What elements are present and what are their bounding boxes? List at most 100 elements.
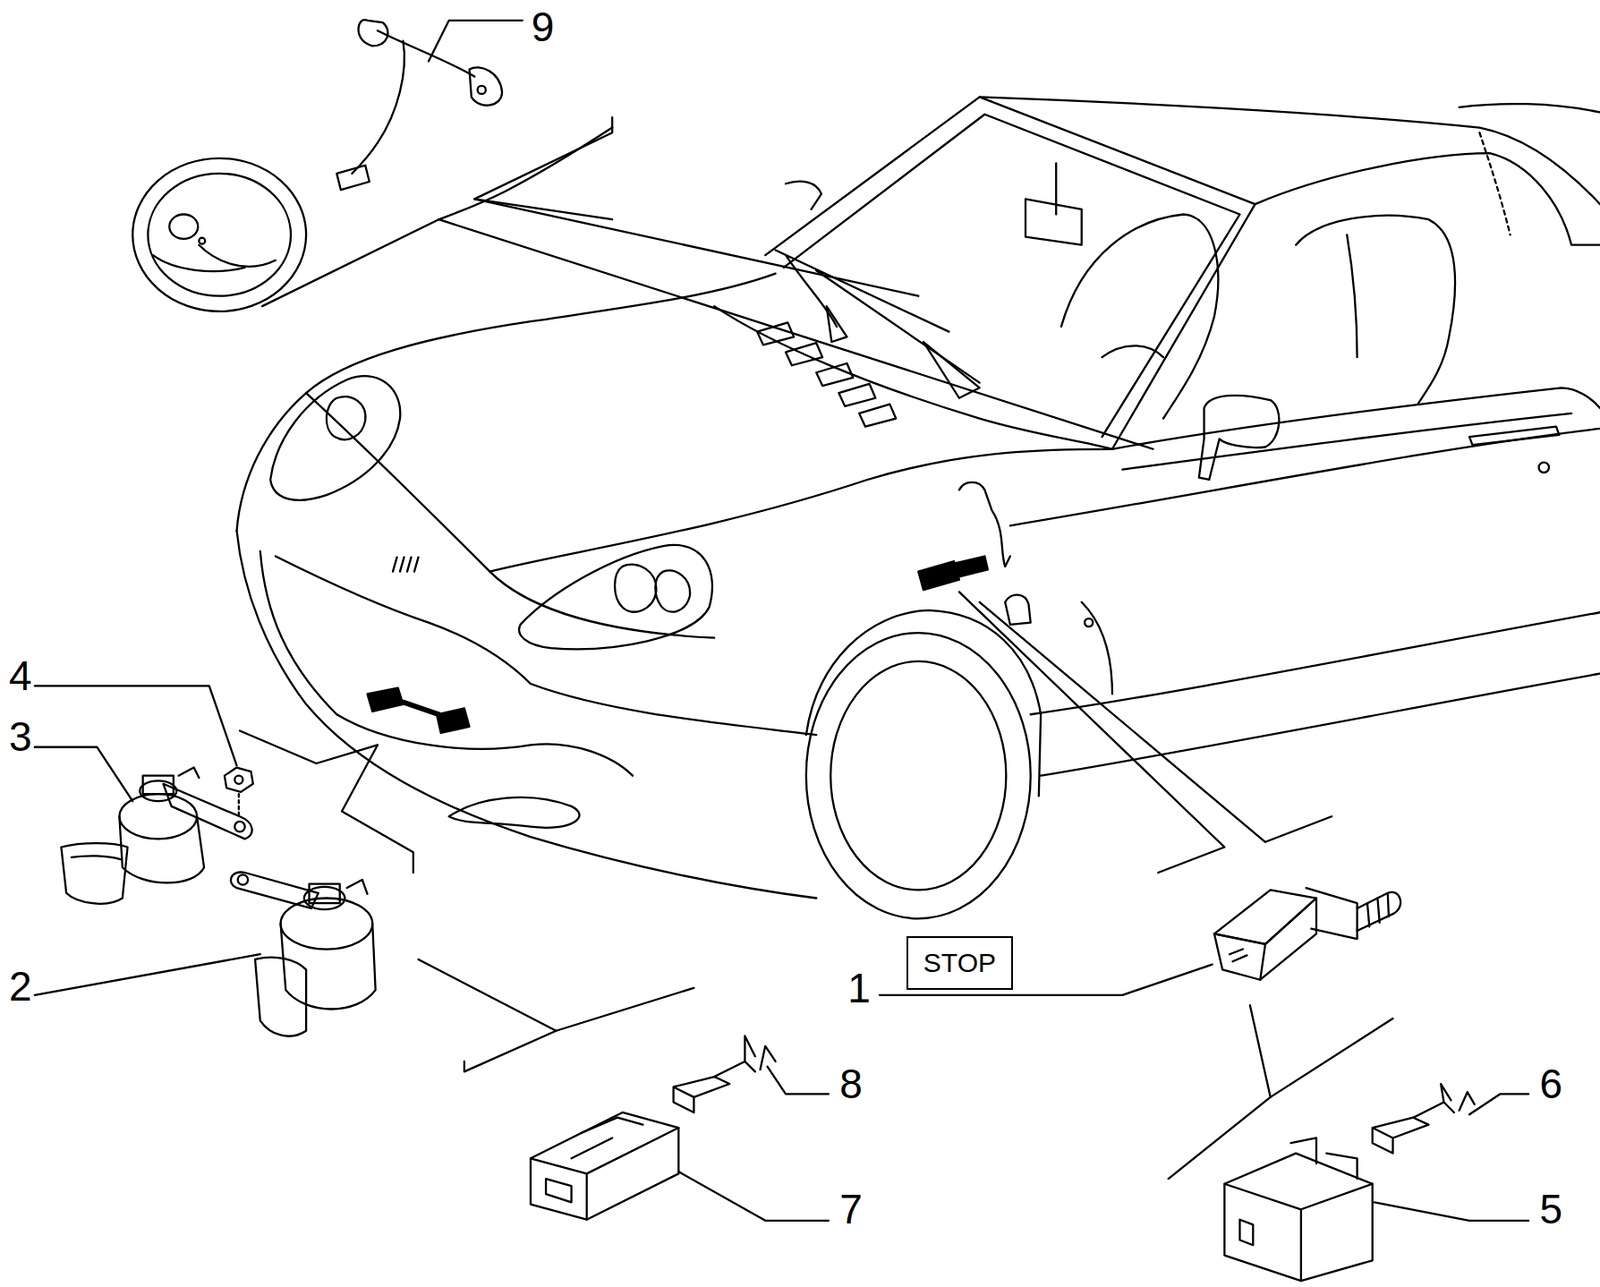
car-body bbox=[336, 714, 633, 775]
car-body bbox=[449, 797, 580, 828]
nut bbox=[224, 767, 254, 792]
leader-line bbox=[34, 20, 1529, 1221]
callout-number: 3 bbox=[7, 715, 35, 758]
bracket-line bbox=[464, 1030, 557, 1073]
car-body bbox=[1295, 215, 1456, 404]
terminal bbox=[1372, 1117, 1430, 1154]
horn-cable bbox=[477, 85, 486, 94]
callout-number: 4 bbox=[7, 655, 35, 697]
steering-wheel bbox=[153, 245, 276, 272]
car-body bbox=[1061, 214, 1218, 419]
horn-switch bbox=[1367, 893, 1389, 927]
horn-switch bbox=[1229, 949, 1247, 962]
car-body bbox=[306, 392, 715, 639]
terminal bbox=[1372, 1083, 1475, 1154]
car-body bbox=[1084, 618, 1093, 627]
callout-number: 9 bbox=[529, 6, 557, 48]
car-body bbox=[1025, 162, 1082, 245]
callout-number: 2 bbox=[7, 965, 35, 1007]
car-body bbox=[830, 661, 1006, 890]
car-body bbox=[519, 544, 713, 649]
connector-housing bbox=[1224, 1137, 1372, 1281]
horn-high bbox=[119, 816, 205, 883]
terminal bbox=[673, 1076, 731, 1113]
car-body bbox=[436, 707, 469, 732]
bracket-line bbox=[262, 219, 439, 307]
car-body bbox=[1255, 153, 1600, 246]
horn-switch bbox=[1214, 887, 1401, 980]
horn-cable bbox=[336, 165, 369, 190]
connector-housing bbox=[530, 1112, 679, 1220]
connector-housing bbox=[1290, 1137, 1357, 1179]
connector-housing bbox=[1224, 1183, 1372, 1281]
leader-line bbox=[1469, 1093, 1529, 1115]
car-body bbox=[260, 551, 338, 715]
horn-switch bbox=[1214, 933, 1266, 979]
car-body bbox=[614, 564, 690, 613]
bracket-line bbox=[418, 959, 695, 1031]
car-body bbox=[489, 449, 1113, 572]
horn-high bbox=[71, 855, 121, 860]
leader-line bbox=[34, 685, 238, 766]
bracket-line bbox=[341, 744, 414, 873]
car-body bbox=[1081, 602, 1113, 695]
steering-wheel bbox=[198, 238, 205, 245]
horn-low bbox=[230, 872, 319, 909]
horn-switch bbox=[1259, 898, 1317, 980]
connector-housing bbox=[530, 1112, 679, 1220]
horn-cable bbox=[469, 67, 503, 105]
nut bbox=[224, 767, 254, 818]
car-body bbox=[806, 632, 1031, 919]
horn-low bbox=[309, 884, 341, 904]
connector-housing bbox=[1239, 1219, 1253, 1246]
car-body bbox=[1539, 462, 1549, 473]
car-body bbox=[367, 688, 404, 712]
horn-low bbox=[255, 957, 307, 1037]
car-body bbox=[783, 114, 1241, 437]
connector-housing bbox=[545, 1178, 572, 1202]
terminal bbox=[714, 1035, 775, 1077]
bracket-line bbox=[979, 602, 1332, 843]
horn-low bbox=[280, 923, 376, 1010]
horn-cable bbox=[351, 41, 404, 174]
horn-high bbox=[139, 780, 177, 801]
leader-line bbox=[428, 20, 523, 62]
box-text: STOP bbox=[923, 949, 996, 977]
car-body bbox=[1010, 428, 1600, 526]
horn-cable bbox=[336, 19, 503, 190]
horn-switch bbox=[1306, 887, 1358, 939]
callout-number: 5 bbox=[1537, 1188, 1565, 1230]
car-body bbox=[979, 96, 1600, 205]
car-body bbox=[765, 96, 1255, 449]
bracket-line bbox=[1168, 1097, 1271, 1179]
car-body bbox=[785, 181, 822, 210]
car-body bbox=[1030, 612, 1600, 715]
car-body bbox=[326, 396, 366, 440]
bracket-line bbox=[438, 127, 613, 221]
bracket-line bbox=[239, 117, 1394, 1179]
leader-line bbox=[767, 1066, 829, 1095]
terminal bbox=[1412, 1083, 1474, 1118]
horn-high bbox=[234, 821, 245, 832]
car-body bbox=[1479, 132, 1510, 235]
callout-number: 8 bbox=[837, 1063, 865, 1105]
connector-housing bbox=[581, 1117, 643, 1133]
bracket-line bbox=[959, 591, 1225, 873]
car-body bbox=[392, 557, 419, 572]
horn-low bbox=[280, 898, 374, 950]
car-body bbox=[959, 482, 1011, 567]
bracket-line bbox=[474, 198, 919, 296]
callout-number: 7 bbox=[837, 1188, 865, 1230]
horn-high bbox=[143, 775, 174, 795]
car-body bbox=[530, 683, 817, 735]
leader-line bbox=[678, 1171, 829, 1221]
terminal bbox=[673, 1035, 776, 1113]
horn-switch bbox=[1357, 892, 1402, 931]
car-body bbox=[1004, 595, 1031, 625]
steering-wheel bbox=[147, 173, 291, 297]
connector-housing bbox=[1224, 1153, 1372, 1282]
horn-cable bbox=[377, 30, 475, 77]
nut bbox=[234, 775, 243, 784]
bracket-line bbox=[1250, 1004, 1394, 1098]
